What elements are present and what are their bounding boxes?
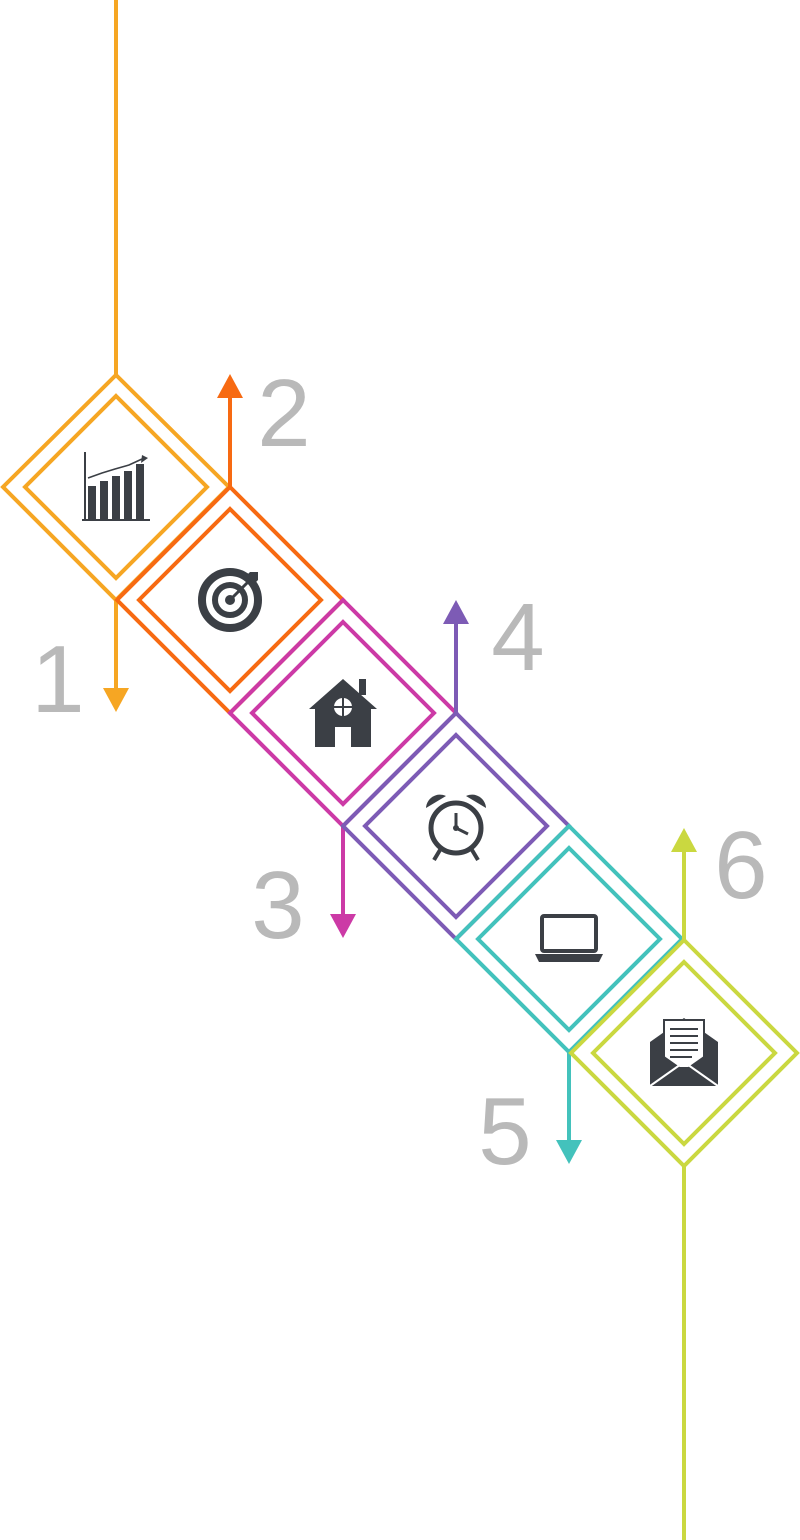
step-1-number: 1 [31,626,84,733]
bar-chart-icon [82,452,150,521]
step-6: 6 [568,812,800,1540]
step-1-inner-diamond [22,393,210,581]
step-5-inner-diamond [475,845,663,1033]
step-6-arrow-head [671,828,697,852]
step-6-inner-diamond [590,959,778,1147]
step-1-arrow-head [103,688,129,712]
step-4-arrow-head [443,600,469,624]
step-4-inner-diamond [362,732,550,920]
step-3: 3 [227,597,459,959]
step-6-number: 6 [714,812,767,919]
step-5-outer-diamond [453,823,685,1055]
step-2-arrow-head [217,374,243,398]
step-2-number: 2 [257,360,310,467]
step-5-arrow-head [556,1140,582,1164]
step-4-number: 4 [491,584,544,691]
envelope-letter-icon [649,1018,719,1087]
step-1: 1 [0,0,232,733]
step-5: 5 [453,823,685,1185]
step-3-arrow-head [330,914,356,938]
step-5-number: 5 [478,1078,531,1185]
house-icon [309,679,377,747]
step-3-inner-diamond [249,619,437,807]
step-4: 4 [340,584,572,942]
laptop-icon [535,914,603,962]
target-icon [198,568,262,632]
alarm-clock-icon [426,794,486,862]
step-2-inner-diamond [136,506,324,694]
step-2: 2 [114,360,346,716]
step-3-number: 3 [251,852,304,959]
